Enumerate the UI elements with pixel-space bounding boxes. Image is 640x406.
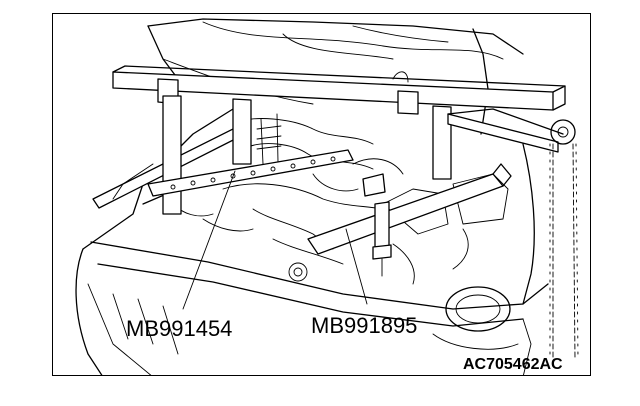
hanging-chain <box>549 119 579 360</box>
cross-beam-mb991895 <box>307 163 512 277</box>
engine-hanger-illustration: MB991454 MB991895 AC705462AC <box>75 18 579 375</box>
label-mb991454: MB991454 <box>126 316 232 341</box>
label-mb991895: MB991895 <box>311 313 417 338</box>
leader-lines <box>182 170 368 310</box>
slotted-bar-mb991454 <box>147 113 354 197</box>
hanger-rails <box>92 95 564 215</box>
illustration-frame: MB991454 MB991895 AC705462AC <box>52 13 591 376</box>
hanger-beam <box>112 65 566 115</box>
hood <box>147 18 524 135</box>
figure-code: AC705462AC <box>463 356 563 373</box>
